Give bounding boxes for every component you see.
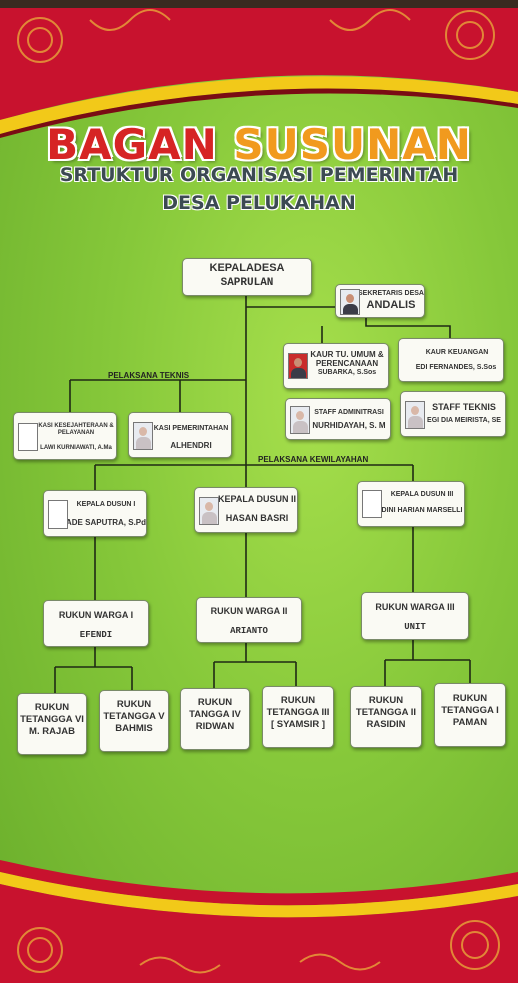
kasi-pemerintahan-role: KASI PEMERINTAHAN <box>153 425 229 432</box>
bottom-ornamental-border <box>0 860 518 983</box>
title-word-1: BAGAN <box>46 120 218 169</box>
rukun-tetangga-5-box: RUKUN TETANGGA V BAHMIS <box>99 690 169 752</box>
rukun-warga-1-name: EFENDI <box>79 630 113 640</box>
kepala-dusun-3-name: DINI HARIAN MARSELLI <box>381 507 463 514</box>
staff-teknis-role: STAFF TEKNIS <box>432 402 496 412</box>
kasi-kesejahteraan-photo <box>18 423 38 451</box>
rukun-warga-3-role: RUKUN WARGA III <box>375 602 455 612</box>
sekretaris-desa-box: SEKRETARIS DESA ANDALIS <box>335 284 425 318</box>
rukun-tetangga-1-line-1: RUKUN <box>452 693 488 704</box>
kasi-kesejahteraan-name: LAWI KURNIAWATI, A.Ma <box>40 445 112 451</box>
rukun-tetangga-4-name: RIDWAN <box>195 721 235 732</box>
rukun-warga-2-box: RUKUN WARGA II ARIANTO <box>196 597 302 643</box>
rukun-tetangga-5-line-1: RUKUN <box>116 699 152 710</box>
rukun-tetangga-1-line-2: TETANGGA I <box>441 705 499 716</box>
staff-teknis-box: STAFF TEKNIS EGI DIA MEIRISTA, SE <box>400 391 506 437</box>
rukun-tetangga-2-line-2: TETANGGA II <box>355 707 417 718</box>
subtitle-line-2: DESA PELUKAHAN <box>162 192 356 214</box>
kaur-keuangan-name: EDI FERNANDES, S.Sos <box>415 364 497 371</box>
kepala-dusun-2-name: HASAN BASRI <box>225 513 289 523</box>
rukun-warga-3-box: RUKUN WARGA III UNIT <box>361 592 469 640</box>
kepala-dusun-1-name: ADE SAPUTRA, S.Pd <box>66 518 147 527</box>
rukun-tetangga-3-name: [ SYAMSIR ] <box>270 719 326 730</box>
subtitle-line-1: SRTUKTUR ORGANISASI PEMERINTAH <box>59 164 459 186</box>
title-word-2: SUSUNAN <box>233 120 472 169</box>
kepala-desa-role: KEPALADESA <box>209 262 285 274</box>
kepala-desa-box: KEPALADESA SAPRULAN <box>182 258 312 296</box>
kepala-dusun-2-role: KEPALA DUSUN II <box>217 494 296 504</box>
rukun-warga-2-role: RUKUN WARGA II <box>210 606 288 616</box>
kepala-dusun-2-box: KEPALA DUSUN II HASAN BASRI <box>194 487 298 533</box>
staff-administrasi-role: STAFF ADMINITRASI <box>314 409 384 416</box>
rukun-warga-1-role: RUKUN WARGA I <box>58 610 134 620</box>
rukun-tetangga-3-box: RUKUN TETANGGA III [ SYAMSIR ] <box>262 686 334 748</box>
rukun-tetangga-6-box: RUKUN TETANGGA VI M. RAJAB <box>17 693 87 755</box>
rukun-tetangga-6-line-2: TETANGGA VI <box>20 714 84 725</box>
rukun-warga-1-box: RUKUN WARGA I EFENDI <box>43 600 149 647</box>
kasi-pemerintahan-name: ALHENDRI <box>170 441 212 450</box>
rukun-warga-3-name: UNIT <box>404 622 426 632</box>
sekretaris-photo <box>340 289 360 315</box>
kaur-keuangan-role: KAUR KEUANGAN <box>425 349 489 356</box>
rukun-tetangga-6-line-1: RUKUN <box>34 702 70 713</box>
kepala-dusun-3-photo <box>362 490 382 518</box>
kaur-tu-box: KAUR TU. UMUM & PERENCANAAN SUBARKA, S.S… <box>283 343 389 389</box>
kasi-pemerintahan-photo <box>133 422 153 450</box>
staff-administrasi-box: STAFF ADMINITRASI NURHIDAYAH, S. M <box>285 398 391 440</box>
rukun-tetangga-6-name: M. RAJAB <box>29 726 75 737</box>
kasi-kesejahteraan-box: KASI KESEJAHTERAAN & PELAYANAN LAWI KURN… <box>13 412 117 460</box>
kepala-dusun-1-role: KEPALA DUSUN I <box>76 501 136 508</box>
rukun-warga-2-name: ARIANTO <box>230 626 268 636</box>
kepala-desa-name: SAPRULAN <box>220 277 274 289</box>
sekretaris-name: ANDALIS <box>366 299 416 311</box>
rukun-tetangga-4-line-1: RUKUN <box>197 697 233 708</box>
page-title: BAGAN SUSUNAN <box>0 120 518 170</box>
label-pelaksana-kewilayahan: PELAKSANA KEWILAYAHAN <box>258 455 369 464</box>
rukun-tetangga-2-name: RASIDIN <box>366 719 406 730</box>
rukun-tetangga-2-line-1: RUKUN <box>368 695 404 706</box>
rukun-tetangga-3-line-1: RUKUN <box>280 695 316 706</box>
rukun-tetangga-3-line-2: TETANGGA III <box>266 707 330 718</box>
kepala-dusun-1-box: KEPALA DUSUN I ADE SAPUTRA, S.Pd <box>43 490 147 537</box>
rukun-tetangga-1-name: PAMAN <box>452 717 488 728</box>
kaur-tu-role-line-2: PERENCANAAN <box>315 359 379 368</box>
kasi-kesejahteraan-role-line-2: PELAYANAN <box>57 430 95 436</box>
kaur-keuangan-box: KAUR KEUANGAN EDI FERNANDES, S.Sos <box>398 338 504 382</box>
kepala-dusun-2-photo <box>199 497 219 525</box>
rukun-tetangga-2-box: RUKUN TETANGGA II RASIDIN <box>350 686 422 748</box>
rukun-tetangga-5-line-2: TETANGGA V <box>103 711 165 722</box>
top-ornamental-border <box>0 0 518 138</box>
kaur-tu-role-line-1: KAUR TU. UMUM & <box>310 350 384 359</box>
kepala-dusun-1-photo <box>48 500 68 529</box>
rukun-tetangga-1-box: RUKUN TETANGGA I PAMAN <box>434 683 506 747</box>
kepala-dusun-3-role: KEPALA DUSUN III <box>390 491 454 498</box>
rukun-tetangga-5-name: BAHMIS <box>115 723 153 734</box>
label-pelaksana-teknis: PELAKSANA TEKNIS <box>108 371 190 380</box>
staff-teknis-photo <box>405 401 425 429</box>
rukun-tetangga-4-box: RUKUN TANGGA IV RIDWAN <box>180 688 250 750</box>
sekretaris-role: SEKRETARIS DESA <box>358 290 424 297</box>
kepala-dusun-3-box: KEPALA DUSUN III DINI HARIAN MARSELLI <box>357 481 465 527</box>
staff-administrasi-photo <box>290 406 310 434</box>
staff-administrasi-name: NURHIDAYAH, S. M <box>312 421 386 430</box>
kasi-kesejahteraan-role-line-1: KASI KESEJAHTERAAN & <box>38 423 114 429</box>
staff-teknis-name: EGI DIA MEIRISTA, SE <box>427 417 501 424</box>
rukun-tetangga-4-line-2: TANGGA IV <box>189 709 241 720</box>
kasi-pemerintahan-box: KASI PEMERINTAHAN ALHENDRI <box>128 412 232 458</box>
kaur-tu-name: SUBARKA, S.Sos <box>317 369 377 376</box>
kaur-tu-photo <box>288 353 308 379</box>
